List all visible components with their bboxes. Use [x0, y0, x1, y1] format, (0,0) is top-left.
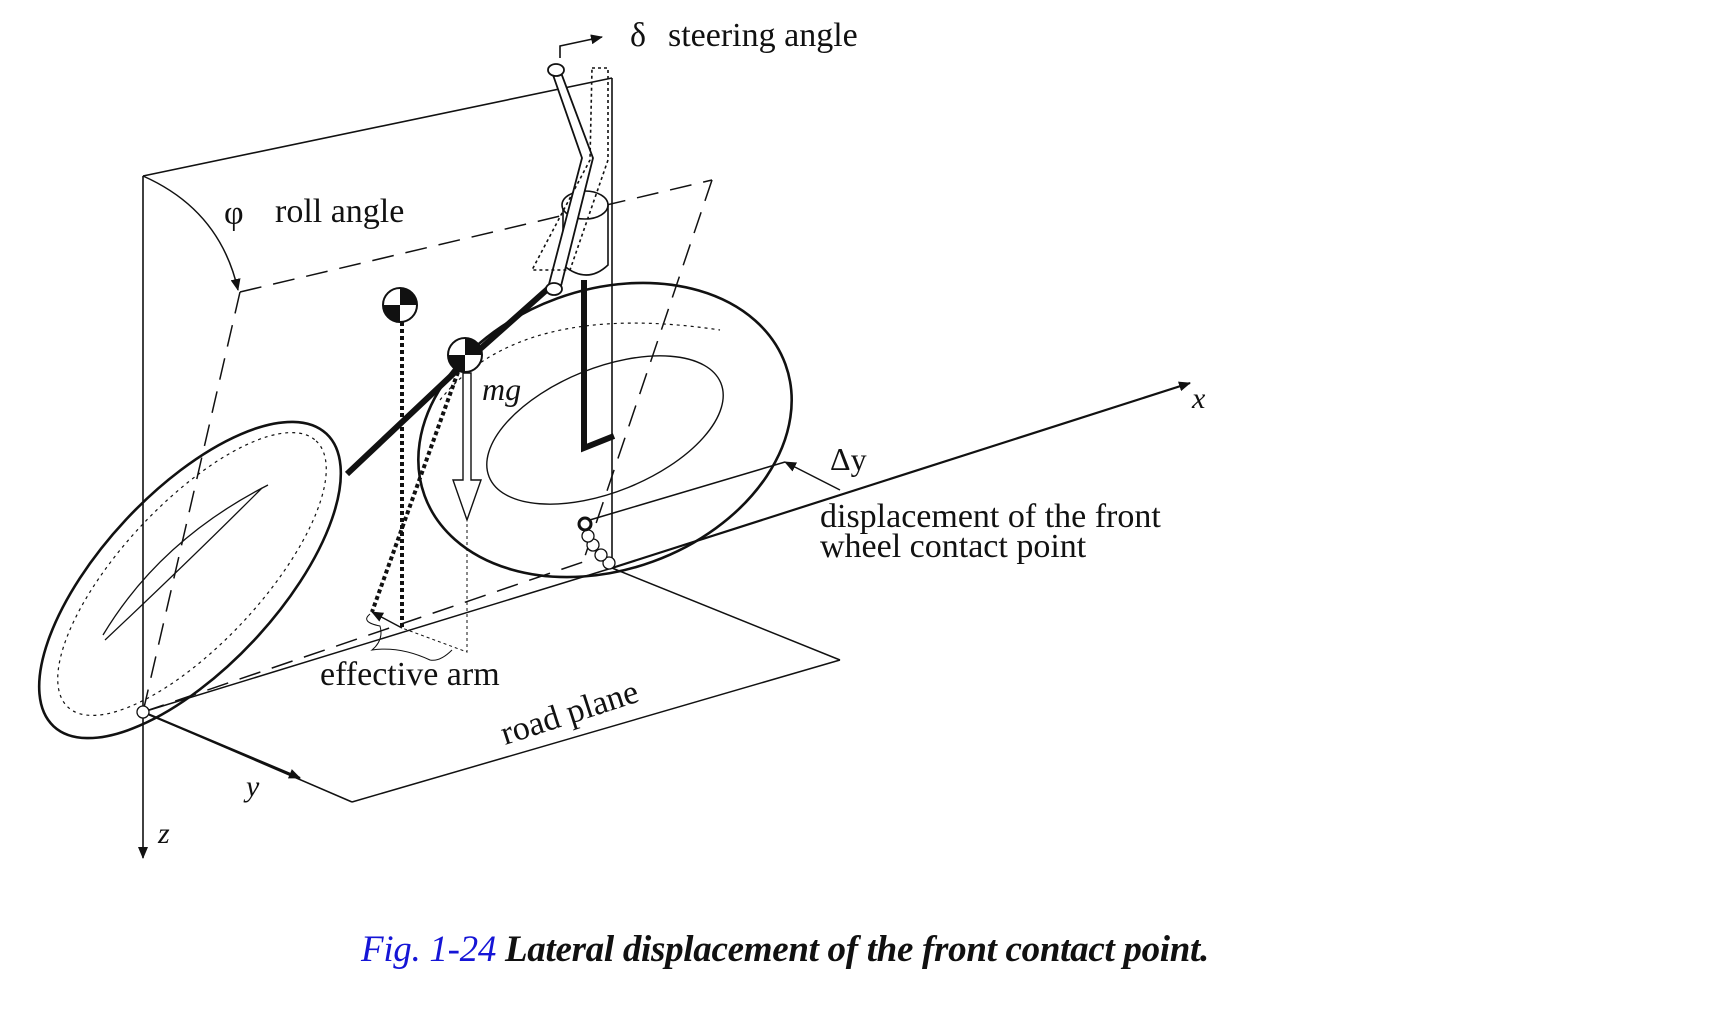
road-plane-label: road plane: [496, 673, 643, 752]
delta-y-arrow: [784, 461, 841, 491]
rolled-plane: [142, 179, 713, 713]
fork-leg: [581, 280, 616, 453]
displacement-label-line1: displacement of the front: [820, 498, 1161, 535]
weight-label: mg: [482, 371, 521, 407]
center-of-mass-rolled: [447, 337, 483, 373]
figure-number: Fig. 1-24: [361, 929, 497, 970]
effective-arm-arrow: [371, 611, 403, 629]
delta-y-label: Δy: [830, 441, 867, 477]
roll-angle-arc: [142, 175, 241, 291]
steering-angle-arrow: [559, 34, 603, 58]
frame: [344, 275, 562, 477]
y-axis-label: y: [243, 770, 260, 803]
rear-wheel: [37, 420, 343, 740]
effective-arm-label: effective arm: [320, 656, 500, 693]
rear-contact-point: [136, 705, 150, 719]
weight-arrow: [452, 372, 482, 523]
roll-angle-symbol: φ: [224, 195, 244, 232]
steering-angle-symbol: δ: [630, 17, 646, 54]
handlebar-steered: [545, 63, 594, 296]
figure-caption-text: Lateral displacement of the front contac…: [504, 929, 1209, 970]
handlebar-original: [530, 67, 609, 271]
displacement-label-line2: wheel contact point: [820, 528, 1087, 565]
mg-projection: [401, 518, 468, 653]
z-axis-label: z: [157, 817, 170, 850]
vertical-plane: [142, 77, 613, 712]
steering-angle-label: steering angle: [668, 17, 858, 54]
effective-arm-brace: [366, 613, 453, 661]
y-axis: [142, 710, 301, 780]
com-rolled-projection: [370, 371, 460, 613]
center-of-mass-upright: [382, 287, 418, 323]
x-axis-label: x: [1191, 382, 1206, 415]
x-axis: [611, 381, 1191, 570]
delta-y-line: [582, 461, 786, 523]
contact-point-trail: [577, 516, 616, 570]
roll-angle-label: roll angle: [275, 193, 404, 230]
figure-caption: Fig. 1-24 Lateral displacement of the fr…: [0, 928, 1570, 971]
